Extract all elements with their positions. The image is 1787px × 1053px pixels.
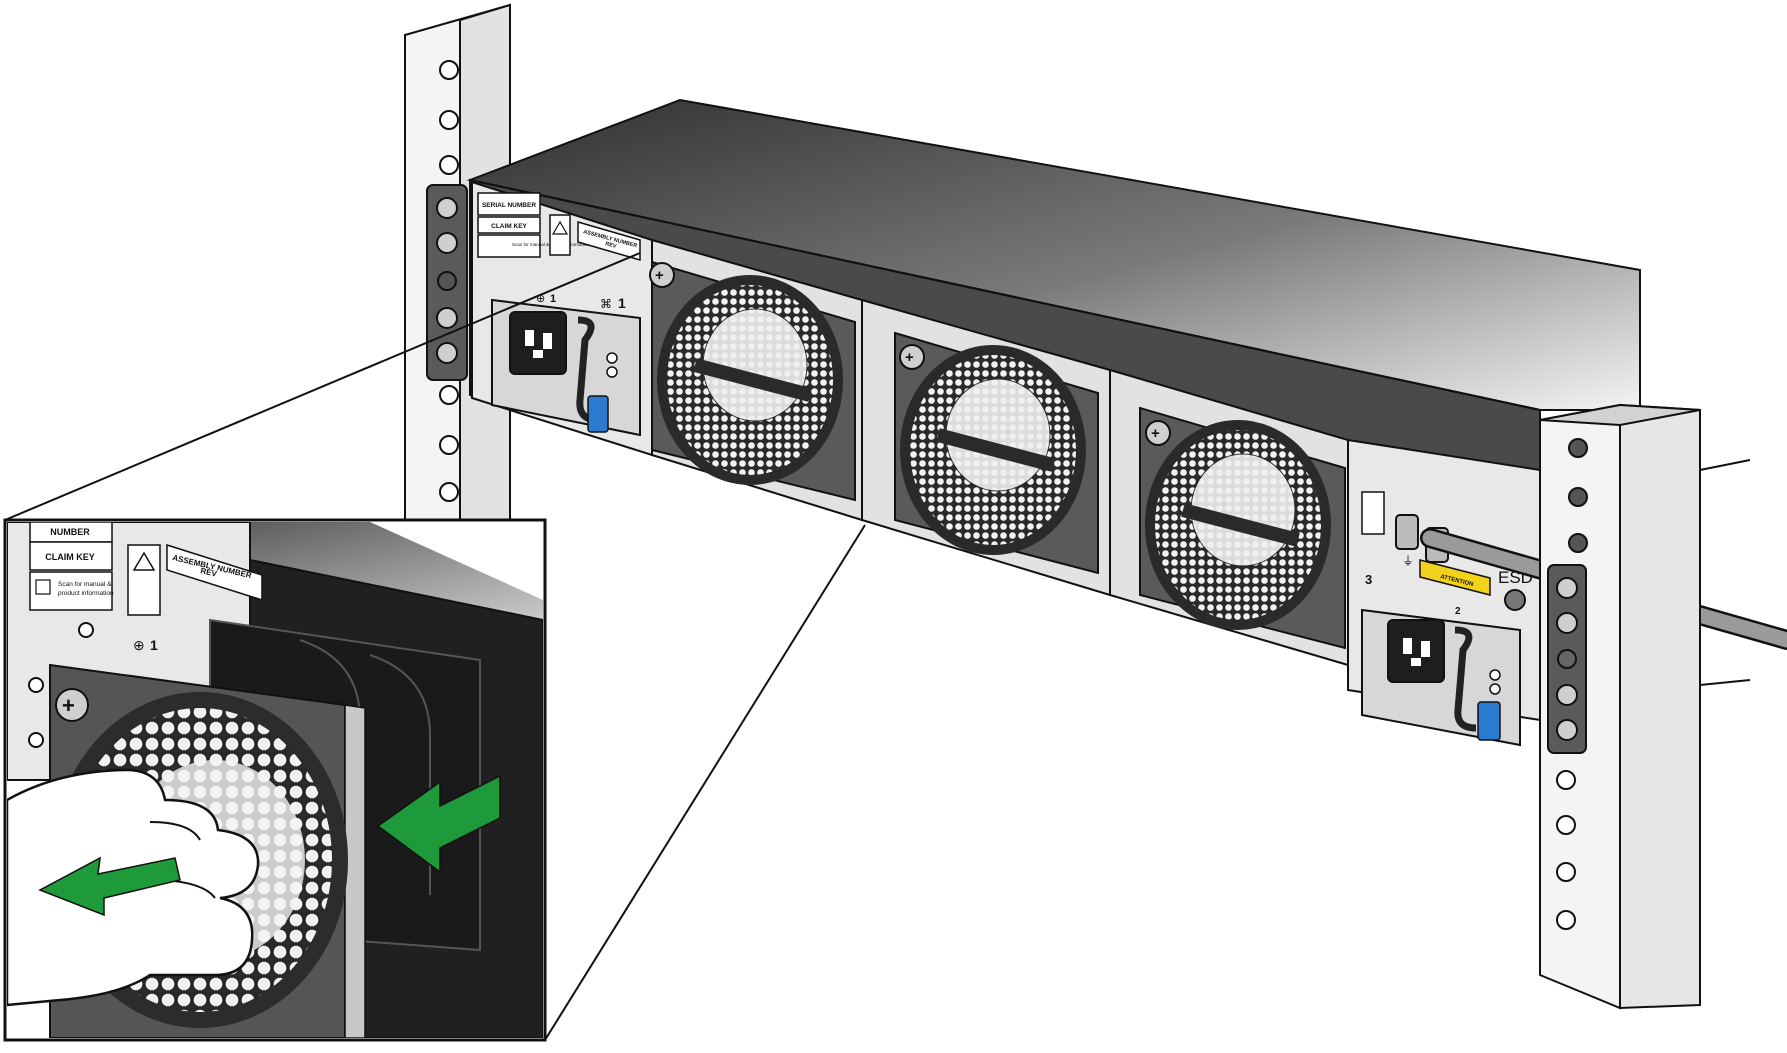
zoom-psu1-label: 1 xyxy=(150,637,158,653)
ground-symbol-icon: ⏚ xyxy=(1402,554,1414,568)
plus-screw-icon: + xyxy=(655,267,664,284)
plus-screw-icon: + xyxy=(62,693,75,718)
zoom-scan-note-1: Scan for manual & xyxy=(58,581,112,588)
plus-screw-icon: + xyxy=(905,349,914,366)
zoom-scan-note-2: product information xyxy=(58,590,114,597)
psu1-indicator-label: 1 xyxy=(550,293,556,305)
power-cord-socket-icon xyxy=(509,311,567,375)
plus-screw-icon: + xyxy=(1151,425,1160,442)
callout-line-bottom xyxy=(544,524,866,1041)
power-symbol-icon: ⊕ xyxy=(133,637,145,653)
push-arrow-icon xyxy=(376,774,501,874)
serial-label-block: SERIAL NUMBER CLAIM KEY Scan for manual … xyxy=(477,192,641,261)
power-cord-socket-icon xyxy=(1387,619,1445,683)
zoom-claim-key-label: CLAIM KEY xyxy=(45,552,95,562)
fan-module-1: + xyxy=(649,260,856,502)
electrical-warning-icon xyxy=(551,220,569,235)
zoom-captive-screw[interactable] xyxy=(55,688,89,722)
claim-key-label: CLAIM KEY xyxy=(491,223,527,230)
power-supply-1: 1 ⊕ xyxy=(491,293,641,437)
psu2-indicator-label: 2 xyxy=(1455,606,1461,617)
fan1-captive-screw[interactable] xyxy=(649,262,675,288)
fan3-captive-screw[interactable] xyxy=(1145,420,1171,446)
esd-warning-label xyxy=(1419,559,1491,596)
fan1-indicator-label: 1 xyxy=(618,295,626,311)
fan-module-2: + xyxy=(894,331,1099,575)
zoom-rev-label: REV xyxy=(200,566,219,579)
electrical-warning-icon xyxy=(132,551,156,571)
zoom-inset: NUMBER CLAIM KEY Scan for manual & produ… xyxy=(3,518,547,1042)
power-supply-2 xyxy=(1361,608,1521,747)
ground-stud-1 xyxy=(1395,514,1419,550)
rev-label: REV xyxy=(604,241,617,250)
pull-arrow-icon xyxy=(38,856,181,917)
psu1-release-latch[interactable] xyxy=(587,395,609,433)
callout-line-top xyxy=(4,252,641,521)
fan3-indicator-label: 3 xyxy=(1365,572,1372,587)
power-symbol-icon: ⊕ xyxy=(536,293,545,305)
fan2-captive-screw[interactable] xyxy=(899,344,925,370)
zoom-serial-label: NUMBER xyxy=(50,527,90,537)
left-rack-ear xyxy=(426,184,468,381)
fan1-handle[interactable] xyxy=(693,358,812,402)
esd-jack[interactable] xyxy=(1504,589,1526,611)
fan-module-3: + xyxy=(1139,406,1346,650)
right-rack-rail xyxy=(1539,403,1751,1010)
fan2-handle[interactable] xyxy=(936,428,1055,472)
psu2-release-latch[interactable] xyxy=(1477,701,1501,741)
serial-number-label: SERIAL NUMBER xyxy=(482,202,536,209)
psu2-handle[interactable] xyxy=(1454,626,1477,732)
fan-icon: ⌘ xyxy=(600,297,612,311)
fan3-handle[interactable] xyxy=(1181,503,1300,547)
